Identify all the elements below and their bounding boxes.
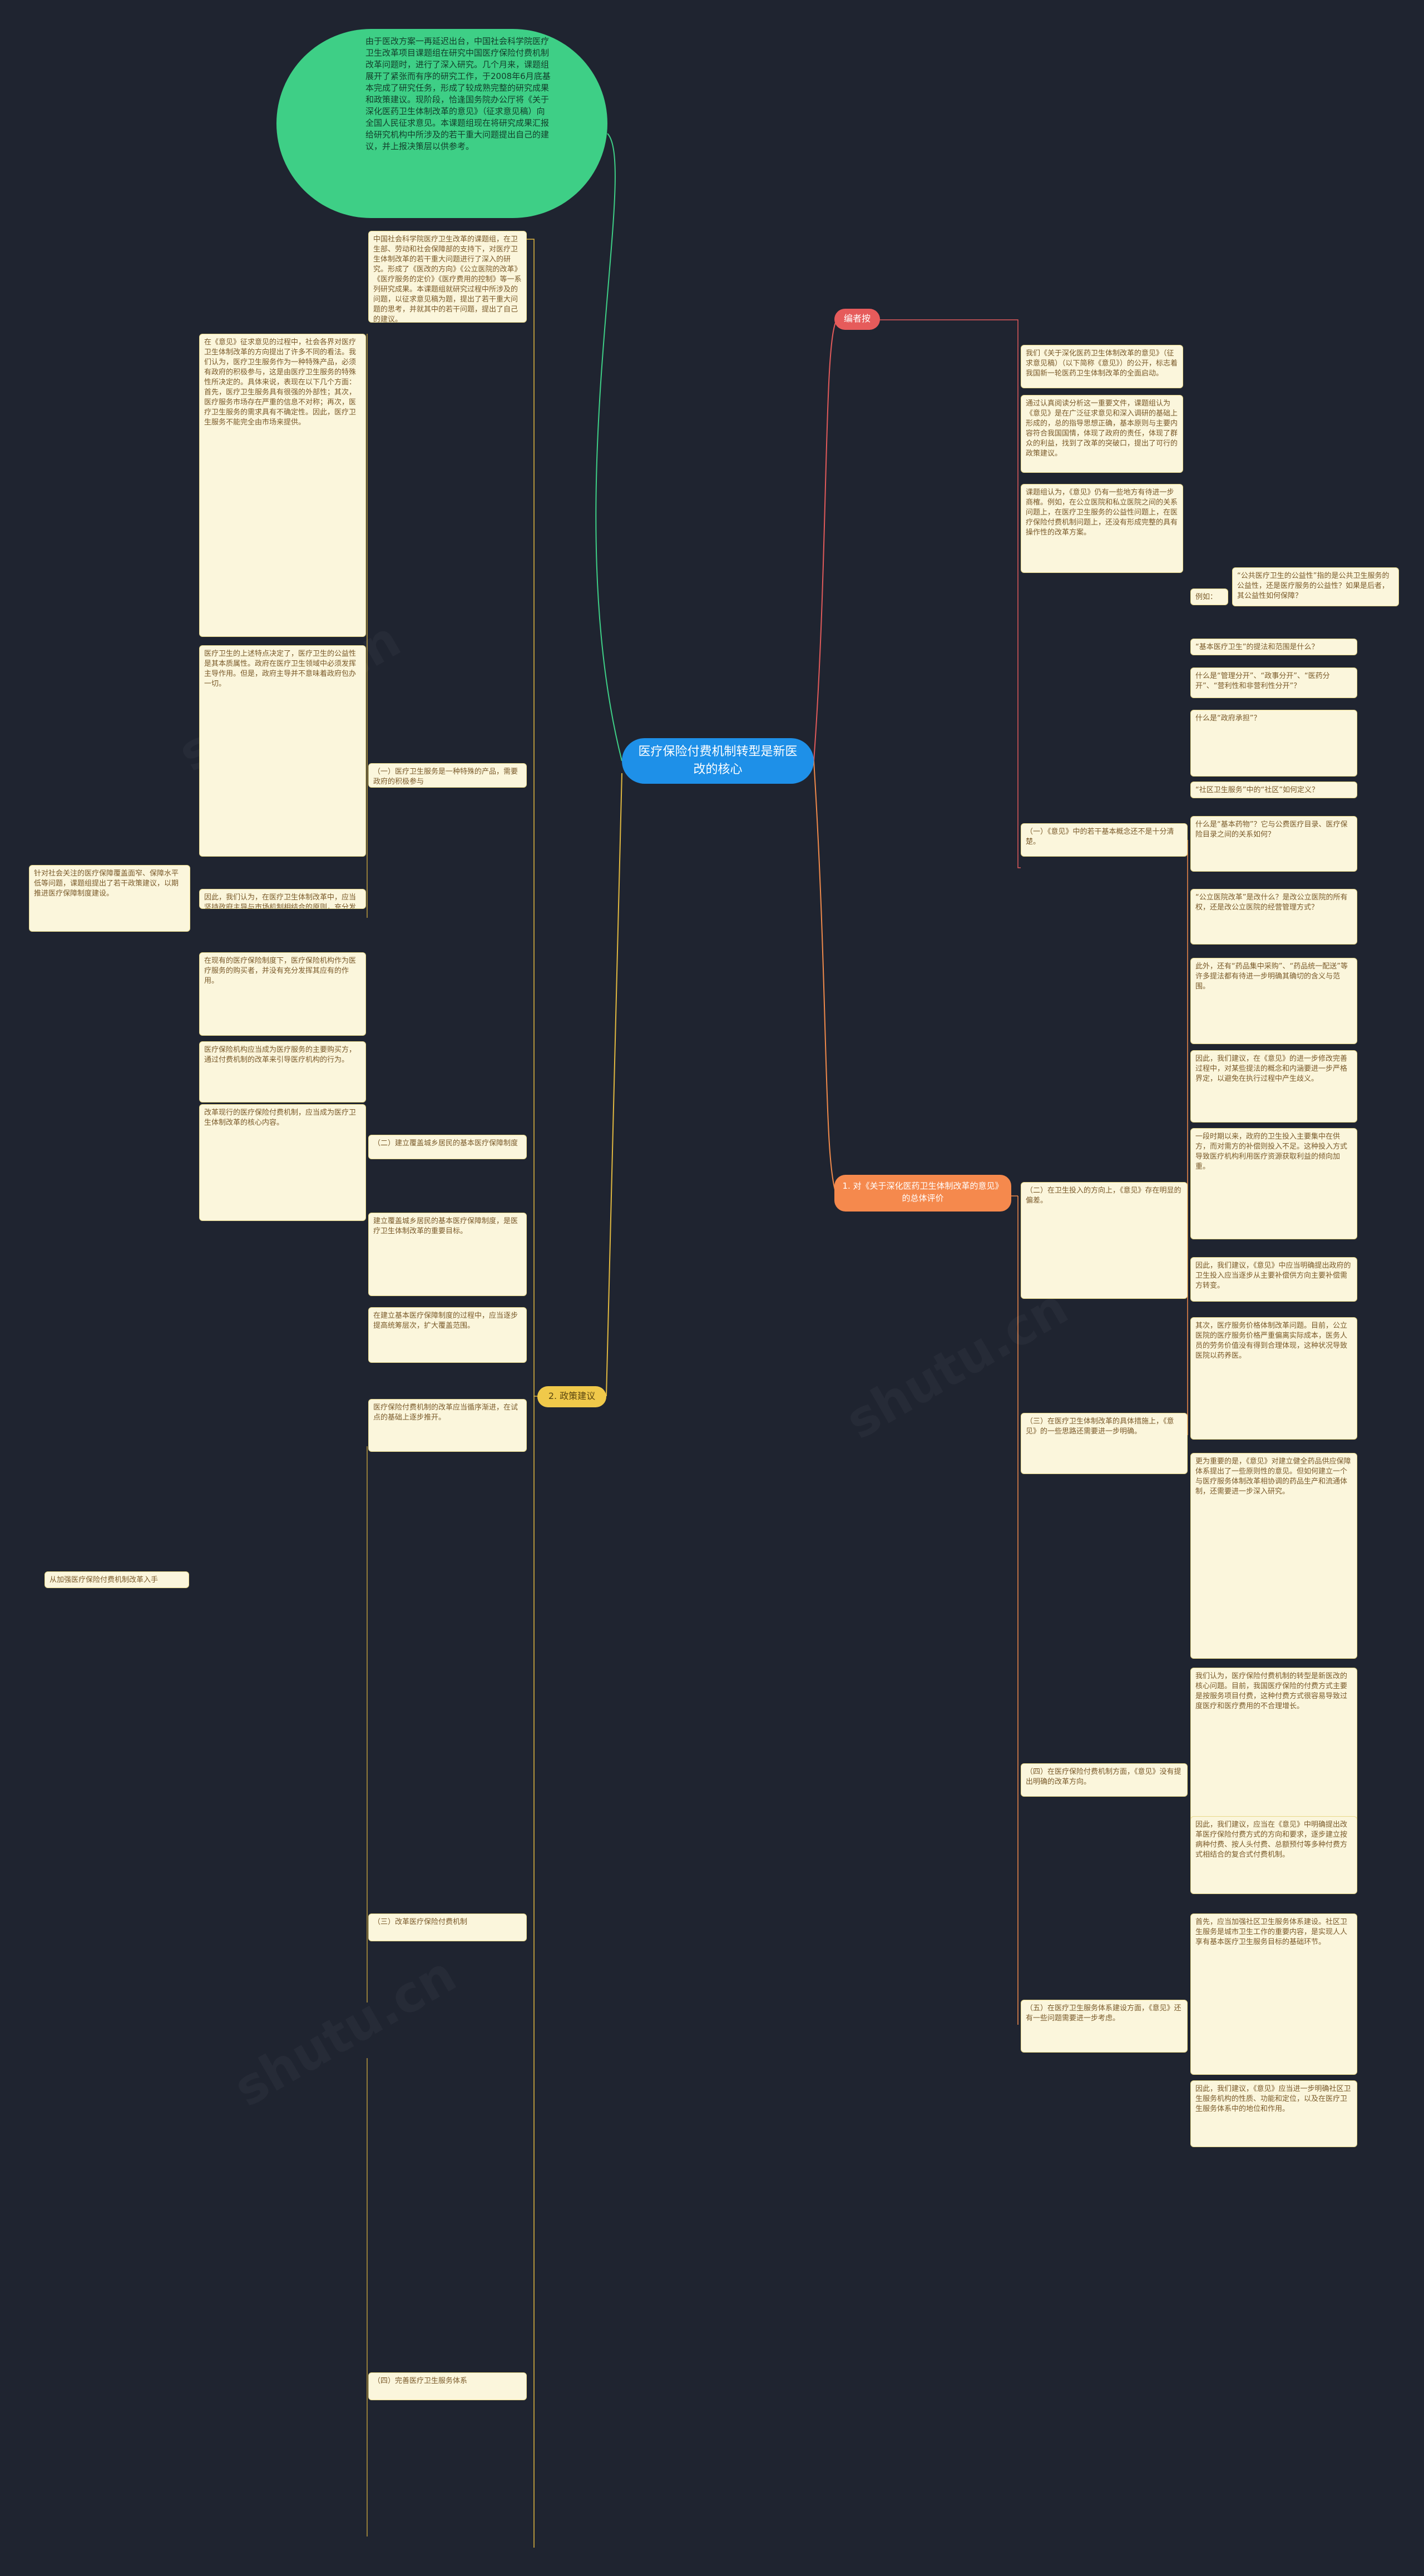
policy-item: 建立覆盖城乡居民的基本医疗保障制度，是医疗卫生体制改革的重要目标。 bbox=[368, 1213, 527, 1296]
section-investment: （二）在卫生投入的方向上，《意见》存在明显的偏差。 bbox=[1021, 1182, 1188, 1299]
list-item: “公共医疗卫生的公益性”指的是公共卫生服务的公益性，还是医疗服务的公益性？如果是… bbox=[1232, 567, 1399, 606]
list-item: 更为重要的是，《意见》对建立健全药品供应保障体系提出了一些原则性的意见。但如何建… bbox=[1190, 1453, 1357, 1659]
list-item: 因此，我们建议，《意见》应当进一步明确社区卫生服务机构的性质、功能和定位，以及在… bbox=[1190, 2080, 1357, 2147]
branch-evaluation[interactable]: 1. 对《关于深化医药卫生体制改革的意见》的总体评价 bbox=[834, 1175, 1011, 1212]
list-item: 我们认为，医疗保险付费机制的转型是新医改的核心问题。目前，我国医疗保险的付费方式… bbox=[1190, 1668, 1357, 1823]
list-item: 因此，我们建议，在《意见》的进一步修改完善过程中，对某些提法的概念和内涵要进一步… bbox=[1190, 1050, 1357, 1123]
list-item: 什么是“基本药物”？它与公费医疗目录、医疗保险目录之间的关系如何？ bbox=[1190, 816, 1357, 872]
policy-section: （三）改革医疗保险付费机制 bbox=[368, 1914, 527, 1941]
section-payment: （四）在医疗保险付费机制方面，《意见》没有提出明确的改革方向。 bbox=[1021, 1763, 1188, 1797]
policy-section: （一）医疗卫生服务是一种特殊的产品，需要政府的积极参与 bbox=[368, 763, 527, 788]
section-concepts: （一）《意见》中的若干基本概念还不是十分清楚。 bbox=[1021, 823, 1188, 857]
list-item: 什么是“政府承担”？ bbox=[1190, 710, 1357, 777]
list-item: 其次，医疗服务价格体制改革问题。目前，公立医院的医疗服务价格严重偏离实际成本，医… bbox=[1190, 1317, 1357, 1440]
policy-item: 医疗保险付费机制的改革应当循序渐进，在试点的基础上逐步推开。 bbox=[368, 1399, 527, 1452]
top-note-bubble: 由于医改方案一再延迟出台，中国社会科学院医疗卫生改革项目课题组在研究中国医疗保险… bbox=[276, 29, 607, 218]
policy-section: （四）完善医疗卫生服务体系 bbox=[368, 2372, 527, 2400]
branch-editor-note[interactable]: 编者按 bbox=[834, 309, 880, 330]
section-service-system: （五）在医疗卫生服务体系建设方面，《意见》还有一些问题需要进一步考虑。 bbox=[1021, 2000, 1188, 2053]
list-item: 首先，应当加强社区卫生服务体系建设。社区卫生服务是城市卫生工作的重要内容，是实现… bbox=[1190, 1914, 1357, 2075]
policy-section: （二）建立覆盖城乡居民的基本医疗保障制度 bbox=[368, 1135, 527, 1159]
list-item: “基本医疗卫生”的提法和范围是什么？ bbox=[1190, 639, 1357, 655]
list-item: 一段时期以来，政府的卫生投入主要集中在供方，而对需方的补偿则投入不足。这种投入方… bbox=[1190, 1128, 1357, 1239]
eval-node: 通过认真阅读分析这一重要文件，课题组认为《意见》是在广泛征求意见和深入调研的基础… bbox=[1021, 395, 1183, 473]
left-small-note: 从加强医疗保险付费机制改革入手 bbox=[44, 1571, 189, 1588]
root-node[interactable]: 医疗保险付费机制转型是新医改的核心 bbox=[622, 738, 814, 784]
section-measures: （三）在医疗卫生体制改革的具体措施上，《意见》的一些思路还需要进一步明确。 bbox=[1021, 1413, 1188, 1474]
policy-item: 因此，我们认为，在医疗卫生体制改革中，应当坚持政府主导与市场机制相结合的原则，充… bbox=[199, 889, 366, 909]
intro-node: 中国社会科学院医疗卫生改革的课题组，在卫生部、劳动和社会保障部的支持下，对医疗卫… bbox=[368, 231, 527, 323]
policy-item: 在现有的医疗保险制度下，医疗保险机构作为医疗服务的购买者，并没有充分发挥其应有的… bbox=[199, 952, 366, 1036]
list-item: 例如： bbox=[1190, 589, 1228, 605]
branch-policy[interactable]: 2. 政策建议 bbox=[537, 1386, 606, 1407]
left-note: 针对社会关注的医疗保障覆盖面窄、保障水平低等问题，课题组提出了若干政策建议，以期… bbox=[29, 865, 190, 932]
eval-node: 我们《关于深化医药卫生体制改革的意见》（征求意见稿）（以下简称《意见》）的公开，… bbox=[1021, 345, 1183, 388]
eval-node: 课题组认为，《意见》仍有一些地方有待进一步商榷。例如，在公立医院和私立医院之间的… bbox=[1021, 484, 1183, 573]
policy-item: 医疗保险机构应当成为医疗服务的主要购买方，通过付费机制的改革来引导医疗机构的行为… bbox=[199, 1041, 366, 1102]
list-item: 此外，还有“药品集中采购”、“药品统一配送”等许多提法都有待进一步明确其确切的含… bbox=[1190, 958, 1357, 1044]
list-item: 什么是“管理分开”、“政事分开”、“医药分开”、“营利性和非营利性分开”？ bbox=[1190, 668, 1357, 698]
list-item: 因此，我们建议，《意见》中应当明确提出政府的卫生投入应当逐步从主要补偿供方向主要… bbox=[1190, 1257, 1357, 1302]
list-item: 因此，我们建议，应当在《意见》中明确提出改革医疗保险付费方式的方向和要求，逐步建… bbox=[1190, 1816, 1357, 1894]
policy-item: 在《意见》征求意见的过程中，社会各界对医疗卫生体制改革的方向提出了许多不同的看法… bbox=[199, 334, 366, 637]
policy-item: 医疗卫生的上述特点决定了，医疗卫生的公益性是其本质属性。政府在医疗卫生领域中必须… bbox=[199, 645, 366, 857]
policy-item: 改革现行的医疗保险付费机制，应当成为医疗卫生体制改革的核心内容。 bbox=[199, 1104, 366, 1221]
list-item: “社区卫生服务”中的“社区”如何定义？ bbox=[1190, 782, 1357, 798]
policy-item: 在建立基本医疗保障制度的过程中，应当逐步提高统筹层次，扩大覆盖范围。 bbox=[368, 1307, 527, 1363]
list-item: “公立医院改革”是改什么？是改公立医院的所有权，还是改公立医院的经营管理方式？ bbox=[1190, 889, 1357, 945]
